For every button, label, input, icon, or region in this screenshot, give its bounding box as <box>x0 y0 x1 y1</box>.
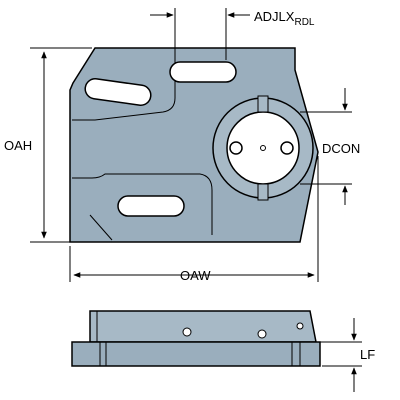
dimensions-side <box>318 318 362 392</box>
coupling-center-dot <box>260 145 266 151</box>
dimensions-top <box>30 8 352 282</box>
side-view <box>71 310 321 367</box>
coupling-pin-left <box>229 141 243 155</box>
slot-top <box>169 61 237 83</box>
side-hole-2 <box>257 329 267 339</box>
coupling-pin-right <box>280 141 294 155</box>
label-lf: LF <box>360 347 375 362</box>
clamp-plate-lower-contour <box>72 173 213 235</box>
coupling-key-top <box>257 95 269 113</box>
clamp-plate-side-contour <box>89 214 113 241</box>
slot-left <box>84 78 152 106</box>
side-hole-1 <box>182 327 192 337</box>
side-body-lower <box>71 341 321 367</box>
coupling-key-bottom <box>257 183 269 201</box>
label-adjlx: ADJLXRDL <box>254 9 315 28</box>
slot-bottom <box>117 195 185 217</box>
label-dcon: DCON <box>322 141 360 156</box>
label-oah: OAH <box>4 138 32 153</box>
clamp-plate-inner-contour <box>72 45 176 121</box>
side-hole-3 <box>296 322 304 330</box>
top-view <box>69 45 319 243</box>
side-body-upper <box>89 310 317 343</box>
label-oaw: OAW <box>180 268 211 283</box>
